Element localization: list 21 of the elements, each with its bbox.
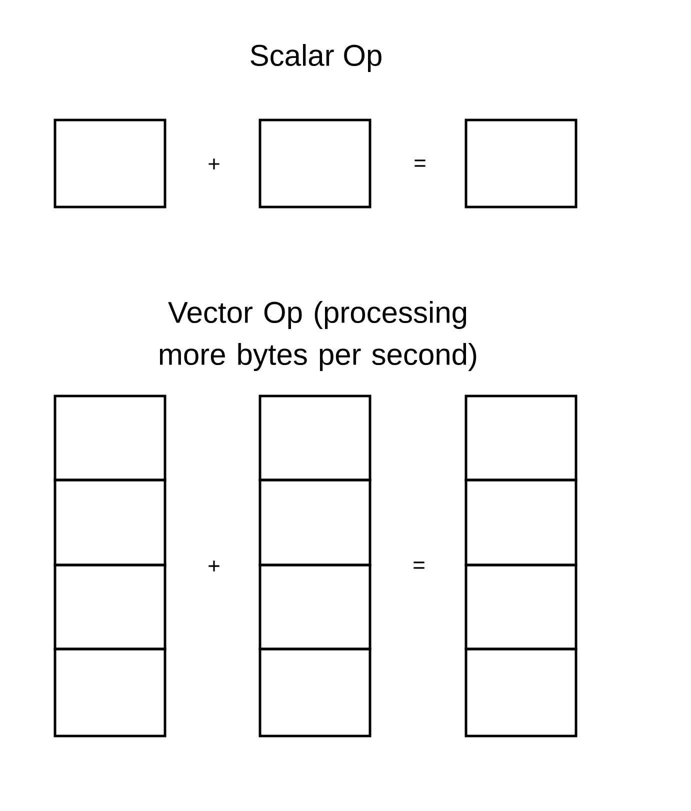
- box: [258, 648, 372, 738]
- box: [258, 118, 372, 208]
- operator-symbol: =: [414, 160, 426, 167]
- box: [464, 394, 578, 482]
- operator-symbol: +: [208, 560, 220, 572]
- box: [54, 118, 166, 208]
- heading: Scalar Op: [250, 44, 382, 72]
- box: [464, 478, 578, 566]
- box: [54, 564, 166, 650]
- box: [258, 478, 372, 566]
- box: [54, 648, 166, 738]
- operator-symbol: +: [208, 158, 220, 170]
- box: [54, 478, 166, 566]
- box: [258, 564, 372, 650]
- box: [464, 648, 578, 738]
- heading: Vector Op (processing more bytes per second): [160, 301, 476, 371]
- box: [464, 564, 578, 650]
- box: [464, 118, 578, 208]
- box: [54, 394, 166, 482]
- box: [258, 394, 372, 482]
- operator-symbol: =: [414, 562, 424, 569]
